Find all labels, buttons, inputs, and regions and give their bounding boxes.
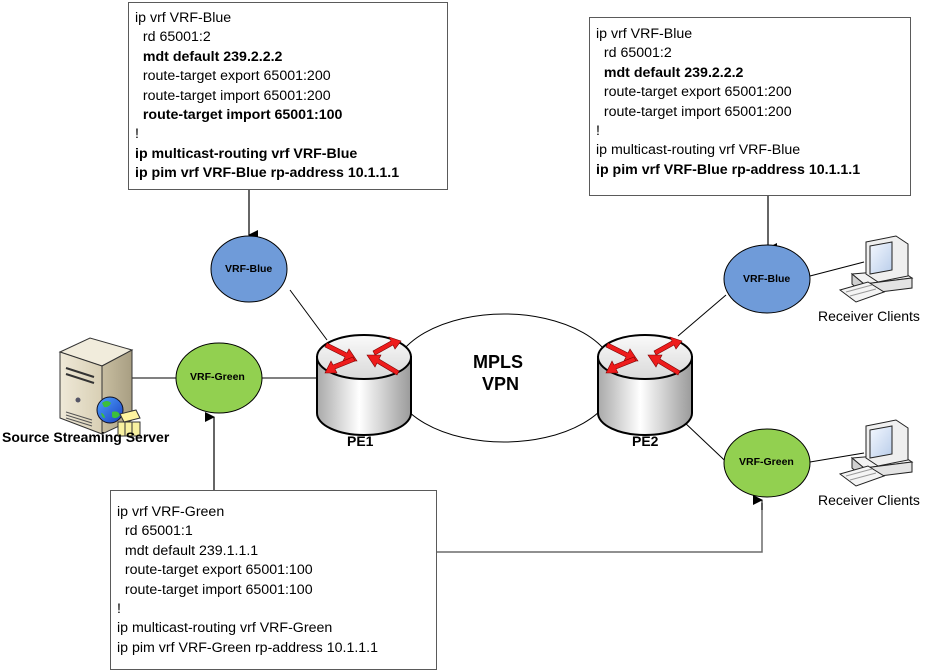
vrf-node-pe1-green[interactable]: VRF-Green (190, 371, 245, 383)
arrow-green-config-pe2 (435, 503, 763, 553)
config-line: route-target import 65001:100 (117, 581, 313, 598)
config-line: ip multicast-routing vrf VRF-Green (117, 620, 333, 637)
config-line: route-target export 65001:200 (135, 68, 331, 85)
config-line: ! (117, 601, 121, 618)
links (132, 261, 865, 474)
config-line: rd 65001:2 (135, 29, 211, 46)
vrf-node-pe1-green-shape (175, 342, 263, 414)
config-box-pe1-vrf-blue: ip vrf VRF-Blue rd 65001:2 mdt default 2… (128, 2, 448, 190)
router-pe1-icon[interactable] (316, 334, 412, 436)
config-line: route-target import 65001:200 (596, 103, 792, 120)
vrf-node-pe2-green-shape (723, 428, 811, 498)
vrf-node-pe2-green[interactable]: VRF-Green (739, 456, 794, 468)
link-vrfblue-pe1 (289, 289, 328, 341)
config-box-pe2-vrf-blue: ip vrf VRF-Blue rd 65001:2 mdt default 2… (589, 17, 911, 196)
link-vrfblue-receiver (809, 261, 865, 277)
config-line: route-target export 65001:200 (596, 84, 792, 101)
receiver-clients-label-blue: Receiver Clients (818, 308, 920, 324)
config-line: mdt default 239.2.2.2 (596, 64, 744, 81)
config-line: ip vrf VRF-Blue (135, 10, 232, 26)
receiver-computer-icon[interactable] (838, 235, 914, 303)
film-icon (117, 409, 141, 437)
config-line: ip vrf VRF-Green (117, 504, 225, 520)
config-line: ip pim vrf VRF-Blue rp-address 10.1.1.1 (135, 165, 400, 182)
config-box-vrf-green: ip vrf VRF-Green rd 65001:1 mdt default … (110, 490, 437, 670)
config-line: ip pim vrf VRF-Green rp-address 10.1.1.1 (117, 639, 378, 656)
config-line: mdt default 239.2.2.2 (135, 48, 283, 65)
vrf-node-pe2-blue-shape (723, 244, 811, 314)
config-arrows (205, 190, 777, 553)
config-line: ! (596, 123, 600, 140)
source-server-icon[interactable] (58, 337, 134, 435)
config-line: mdt default 239.1.1.1 (117, 542, 259, 559)
config-line: ip multicast-routing vrf VRF-Blue (135, 145, 358, 162)
vrf-node-pe1-blue-shape (210, 235, 288, 303)
router-pe2-icon[interactable] (597, 334, 693, 436)
globe-icon (96, 396, 124, 424)
link-vrfgreen-receiver (809, 452, 865, 463)
router-pe2-label: PE2 (632, 433, 659, 449)
receiver-computer-icon[interactable] (838, 419, 914, 487)
vrf-node-pe2-blue[interactable]: VRF-Blue (743, 273, 791, 285)
config-line: rd 65001:2 (596, 45, 672, 62)
router-pe1-label: PE1 (347, 433, 374, 449)
link-pe2-vrfblue (677, 294, 727, 337)
config-line: ! (135, 126, 139, 143)
receiver-clients-label-green: Receiver Clients (818, 492, 920, 508)
config-line: route-target import 65001:200 (135, 87, 331, 104)
mpls-label-line1: MPLS (473, 352, 524, 372)
config-line: rd 65001:1 (117, 523, 193, 540)
config-line: ip pim vrf VRF-Blue rp-address 10.1.1.1 (596, 161, 861, 178)
vrf-node-pe1-blue[interactable]: VRF-Blue (225, 263, 273, 275)
config-line: route-target export 65001:100 (117, 562, 313, 579)
config-line: ip multicast-routing vrf VRF-Blue (596, 142, 801, 159)
mpls-label-line2: VPN (482, 374, 520, 394)
config-line: route-target import 65001:100 (135, 107, 343, 124)
config-line: ip vrf VRF-Blue (596, 26, 693, 42)
source-server-label: Source Streaming Server (2, 429, 170, 445)
